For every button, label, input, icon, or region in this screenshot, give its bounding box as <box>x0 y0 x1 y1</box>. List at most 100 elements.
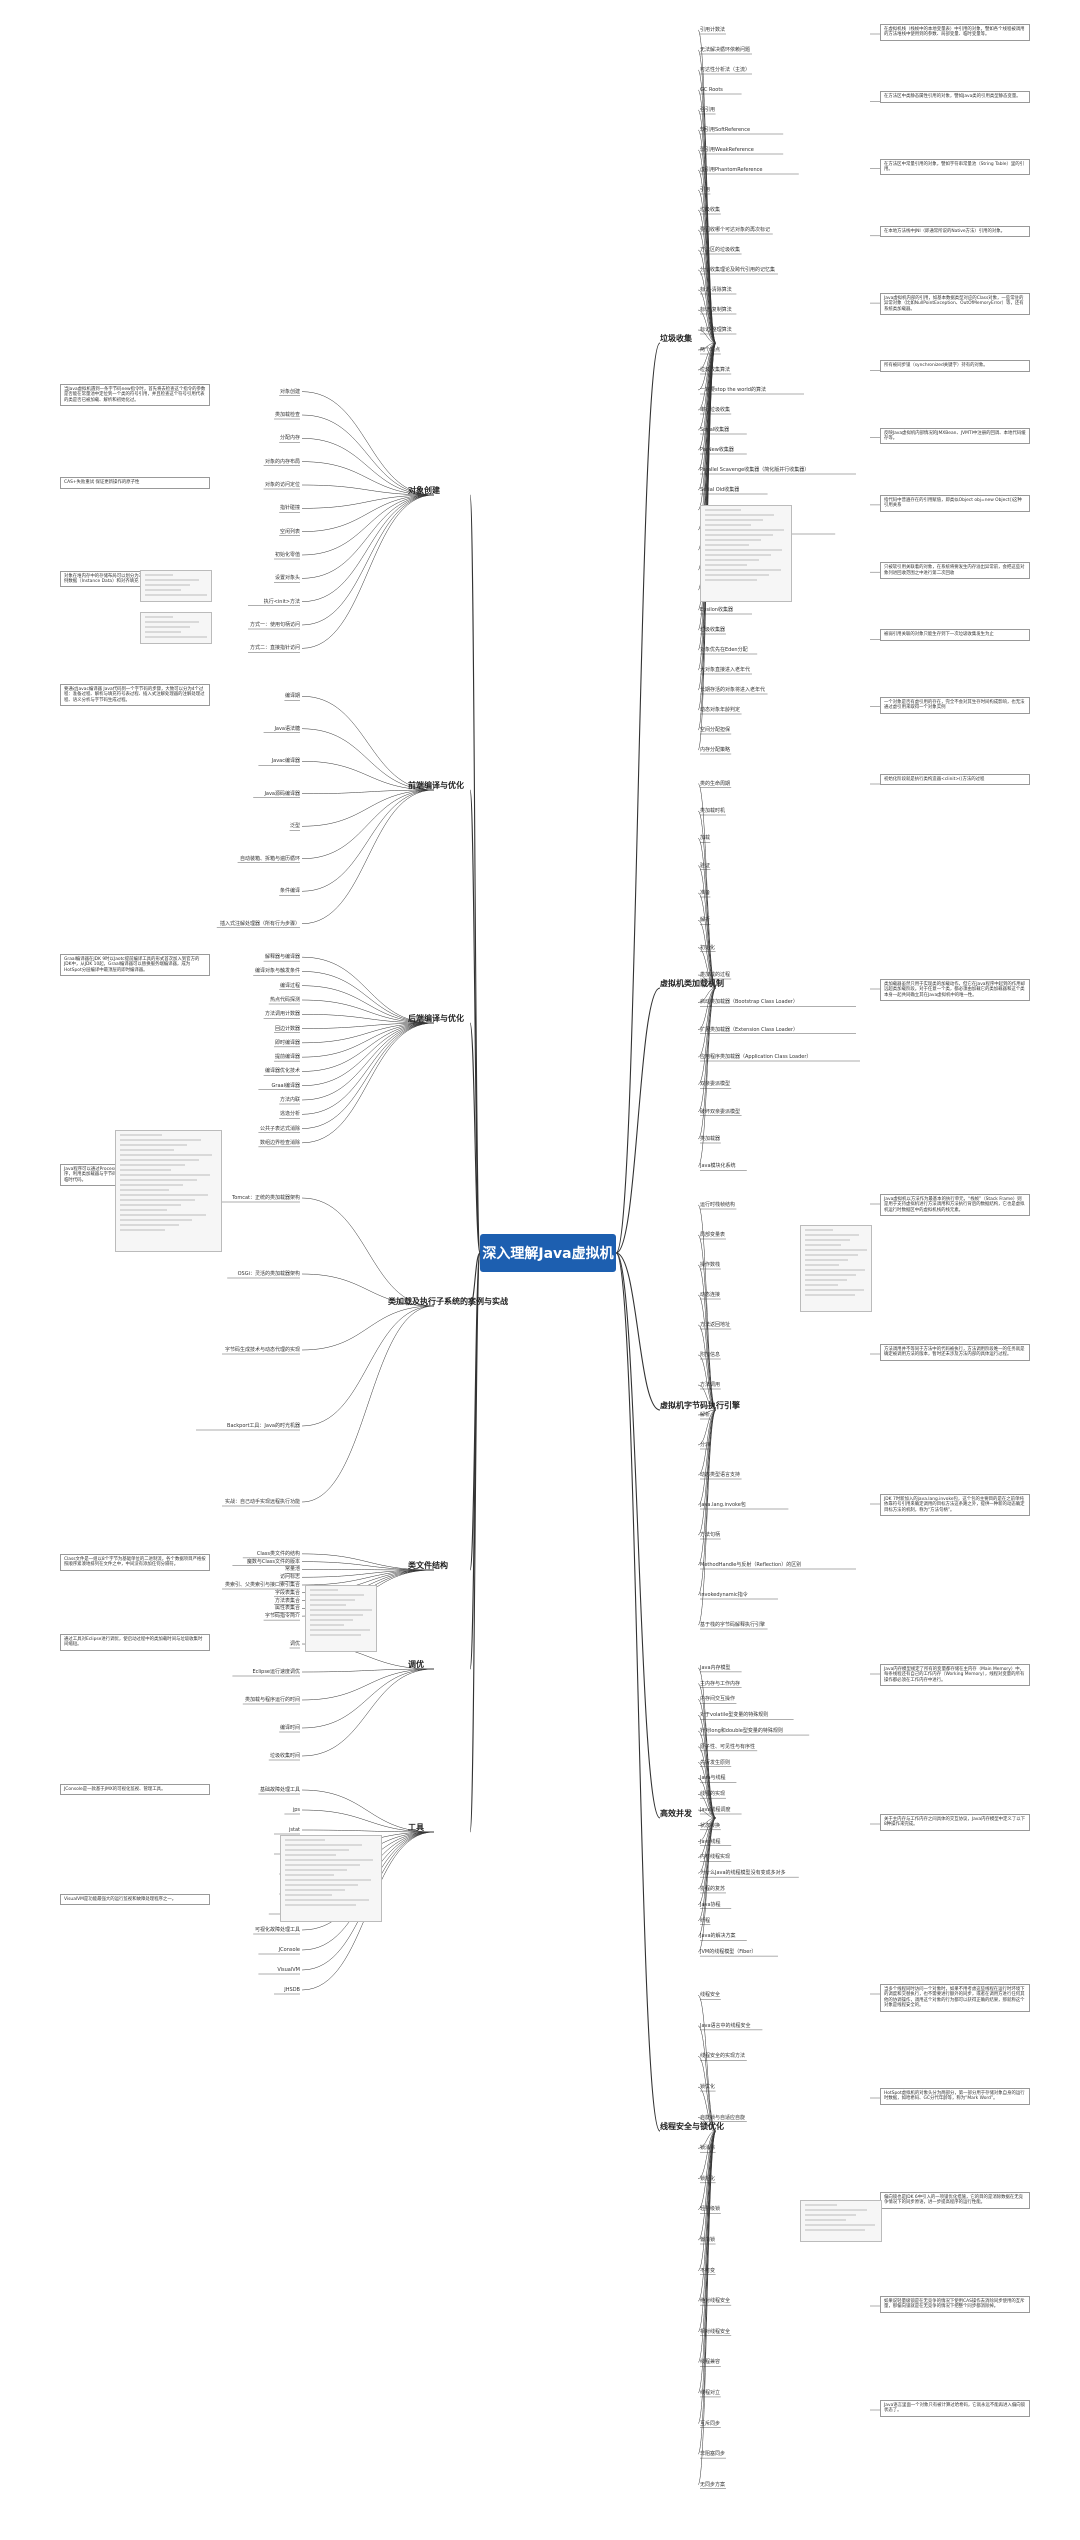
gc-leaf[interactable]: 垃圾收集器 <box>700 627 725 633</box>
gc-leaf[interactable]: 标记-复制算法 <box>700 307 732 313</box>
tools-leaf[interactable]: 基础故障处理工具 <box>260 1787 300 1793</box>
branch-tuning[interactable]: 调优 <box>408 1659 424 1670</box>
classload-leaf[interactable]: 解析 <box>700 917 710 923</box>
gc-leaf[interactable]: Parallel Scavenge收集器（简化版并行收集器） <box>700 467 809 473</box>
branch-gc[interactable]: 垃圾收集 <box>660 333 692 344</box>
tools-leaf[interactable]: VisualVM <box>277 1967 300 1973</box>
engine-leaf[interactable]: invokedynamic指令 <box>700 1592 748 1598</box>
gc-leaf[interactable]: 垃圾收集算法 <box>700 367 730 373</box>
classloading-cases-leaf[interactable]: Backport工具：Java的时光机器 <box>227 1423 300 1429</box>
gc-leaf[interactable]: 方法区的垃圾收集 <box>700 247 740 253</box>
tuning-leaf[interactable]: Eclipse运行速度调优 <box>252 1669 300 1675</box>
threadsafe-leaf[interactable]: 锁消除 <box>700 2145 715 2151</box>
concurrency-leaf[interactable]: 协程的复苏 <box>700 1886 725 1892</box>
classfile-leaf[interactable]: 访问标志 <box>280 1574 300 1580</box>
threadsafe-leaf[interactable]: 偏向锁 <box>700 2237 715 2243</box>
branch-threadsafe[interactable]: 线程安全与锁优化 <box>660 2121 724 2132</box>
threadsafe-leaf[interactable]: 锁粗化 <box>700 2176 715 2182</box>
objectcreate-leaf[interactable]: 类加载检查 <box>275 412 300 418</box>
frontend-leaf[interactable]: 编译期 <box>285 693 300 699</box>
backend-leaf[interactable]: 方法内联 <box>280 1097 300 1103</box>
engine-leaf[interactable]: java.lang.invoke包 <box>700 1502 746 1508</box>
classload-leaf[interactable]: 准备 <box>700 890 710 896</box>
threadsafe-leaf[interactable]: 轻量级锁 <box>700 2206 720 2212</box>
gc-leaf[interactable]: 弱引用WeakReference <box>700 147 754 153</box>
gc-leaf[interactable]: Serial收集器 <box>700 427 729 433</box>
engine-leaf[interactable]: 基于栈的字节码解释执行引擎 <box>700 1622 765 1628</box>
classload-leaf[interactable]: 破坏双亲委派模型 <box>700 1109 740 1115</box>
tools-leaf[interactable]: jps <box>293 1807 300 1813</box>
objectcreate-leaf[interactable]: 对象的访问定位 <box>265 482 300 488</box>
classload-leaf[interactable]: 验证 <box>700 863 710 869</box>
classfile-leaf[interactable]: 字段表集合 <box>275 1590 300 1596</box>
classload-leaf[interactable]: 启动类加载器（Bootstrap Class Loader） <box>700 999 798 1005</box>
objectcreate-leaf[interactable]: 空闲列表 <box>280 529 300 535</box>
branch-concurrency[interactable]: 高效并发 <box>660 1808 692 1819</box>
tuning-leaf[interactable]: 垃圾收集时间 <box>270 1753 300 1759</box>
concurrency-leaf[interactable]: 原子性、可见性与有序性 <box>700 1744 755 1750</box>
gc-leaf[interactable]: 垃圾收集 <box>700 207 720 213</box>
classloading-cases-leaf[interactable]: OSGi：灵活的类加载器架构 <box>238 1271 300 1277</box>
backend-leaf[interactable]: 编译对象与触发条件 <box>255 968 300 974</box>
engine-leaf[interactable]: 局部变量表 <box>700 1232 725 1238</box>
concurrency-leaf[interactable]: 线程的实现 <box>700 1791 725 1797</box>
engine-leaf[interactable]: 动态类型语言支持 <box>700 1472 740 1478</box>
classloading-cases-leaf[interactable]: Tomcat：正统的类加载器架构 <box>232 1195 300 1201</box>
threadsafe-leaf[interactable]: 无同步方案 <box>700 2482 725 2488</box>
objectcreate-leaf[interactable]: 方式一：使用句柄访问 <box>250 622 300 628</box>
tools-leaf[interactable]: jstat <box>289 1827 300 1833</box>
concurrency-leaf[interactable]: Java协程 <box>700 1902 721 1908</box>
gc-leaf[interactable]: 串行垃圾收集 <box>700 407 730 413</box>
threadsafe-leaf[interactable]: 线程对立 <box>700 2390 720 2396</box>
concurrency-leaf[interactable]: Java线程 <box>700 1839 721 1845</box>
objectcreate-leaf[interactable]: 分配内存 <box>280 435 300 441</box>
classload-leaf[interactable]: 加载 <box>700 835 710 841</box>
objectcreate-leaf[interactable]: 执行<init>方法 <box>264 599 300 605</box>
concurrency-leaf[interactable]: 状态转换 <box>700 1823 720 1829</box>
objectcreate-leaf[interactable]: 指针碰撞 <box>280 505 300 511</box>
engine-leaf[interactable]: 方法返回地址 <box>700 1322 730 1328</box>
concurrency-leaf[interactable]: Java的解决方案 <box>700 1933 736 1939</box>
threadsafe-leaf[interactable]: 非阻塞同步 <box>700 2451 725 2457</box>
engine-leaf[interactable]: 方法句柄 <box>700 1532 720 1538</box>
backend-leaf[interactable]: 热点代码探测 <box>270 997 300 1003</box>
backend-leaf[interactable]: 逃逸分析 <box>280 1111 300 1117</box>
classload-leaf[interactable]: 类加载器 <box>700 1136 720 1142</box>
concurrency-leaf[interactable]: Java内存模型 <box>700 1665 731 1671</box>
concurrency-leaf[interactable]: 内存间交互操作 <box>700 1696 735 1702</box>
gc-leaf[interactable]: 大对象直接进入老年代 <box>700 667 750 673</box>
backend-leaf[interactable]: 公共子表达式消除 <box>260 1126 300 1132</box>
gc-leaf[interactable]: 分代收集理论及跨代引用的记忆集 <box>700 267 775 273</box>
concurrency-leaf[interactable]: JVM的线程模型（Fiber） <box>700 1949 756 1955</box>
gc-leaf[interactable]: 无法解决循环依赖问题 <box>700 47 750 53</box>
classload-leaf[interactable]: Java模块化系统 <box>700 1163 736 1169</box>
backend-leaf[interactable]: 回边计数器 <box>275 1026 300 1032</box>
backend-leaf[interactable]: Graal编译器 <box>272 1083 300 1089</box>
gc-leaf[interactable]: ParNew收集器 <box>700 447 734 453</box>
gc-leaf[interactable]: 一定要stop the world的算法 <box>700 387 766 393</box>
tools-leaf[interactable]: 可视化故障处理工具 <box>255 1927 300 1933</box>
gc-leaf[interactable]: 虚引用PhantomReference <box>700 167 763 173</box>
branch-objectcreate[interactable]: 对象创建 <box>408 485 440 496</box>
gc-leaf[interactable]: 标记-清除算法 <box>700 287 732 293</box>
engine-leaf[interactable]: 运行时栈帧结构 <box>700 1202 735 1208</box>
frontend-leaf[interactable]: 自动装箱、拆箱与遍历循环 <box>240 856 300 862</box>
threadsafe-leaf[interactable]: 线程安全 <box>700 1992 720 1998</box>
engine-leaf[interactable]: 动态连接 <box>700 1292 720 1298</box>
branch-classfile[interactable]: 类文件结构 <box>408 1560 448 1571</box>
classloading-cases-leaf[interactable]: 实战：自己动手实现远程执行功能 <box>225 1499 300 1505</box>
gc-leaf[interactable]: 标记-整理算法 <box>700 327 732 333</box>
frontend-leaf[interactable]: Java语法糖 <box>274 726 300 732</box>
branch-engine[interactable]: 虚拟机字节码执行引擎 <box>660 1400 740 1411</box>
threadsafe-leaf[interactable]: 不可变 <box>700 2268 715 2274</box>
branch-backend[interactable]: 后端编译与优化 <box>408 1013 464 1024</box>
engine-leaf[interactable]: MethodHandle与反射（Reflection）的区别 <box>700 1562 801 1568</box>
classload-leaf[interactable]: 类加载的过程 <box>700 972 730 978</box>
objectcreate-leaf[interactable]: 对象创建 <box>280 389 300 395</box>
frontend-leaf[interactable]: 泛型 <box>290 823 300 829</box>
objectcreate-leaf[interactable]: 初始化零值 <box>275 552 300 558</box>
branch-frontend[interactable]: 前端编译与优化 <box>408 780 464 791</box>
branch-tools[interactable]: 工具 <box>408 1822 424 1833</box>
gc-leaf[interactable]: 内存分配策略 <box>700 747 730 753</box>
backend-leaf[interactable]: 数组边界检查消除 <box>260 1140 300 1146</box>
